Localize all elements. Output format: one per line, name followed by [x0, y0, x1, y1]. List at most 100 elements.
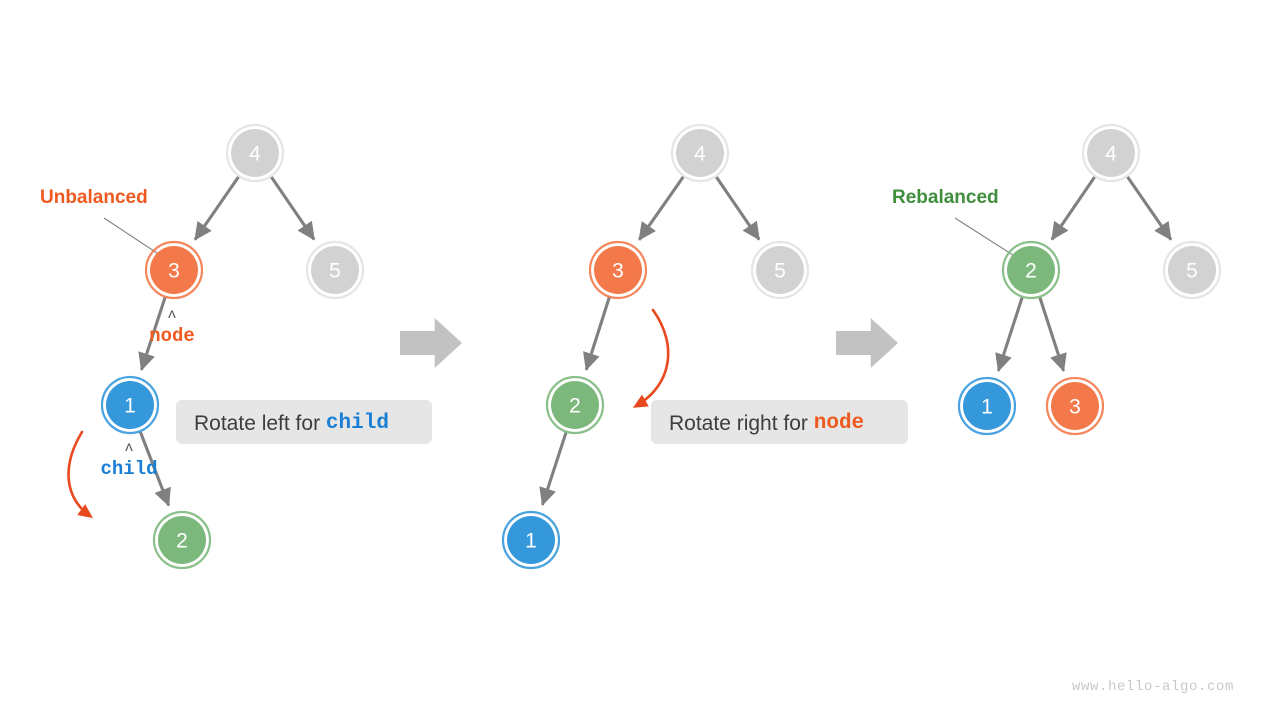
callout-prefix: Rotate left for — [194, 412, 326, 435]
rotation-direction-arrow — [632, 308, 670, 408]
node-ring — [750, 240, 810, 300]
step-arrow-layer — [400, 318, 898, 368]
node-value-label: 5 — [329, 260, 341, 283]
callout-layer: Rotate left for child Rotate right for no… — [176, 400, 908, 444]
callout-prefix: Rotate right for — [669, 412, 814, 435]
node-ring — [588, 240, 648, 300]
caret-marker-icon: ʌ — [125, 440, 133, 456]
node-ring — [225, 123, 285, 183]
tree-node-2: 2 — [152, 510, 212, 570]
variable-label-layer: ʌ node ʌ child — [100, 307, 194, 480]
tree-edge-4-to-3 — [193, 175, 240, 241]
caret-marker-icon: ʌ — [168, 307, 176, 323]
node-body — [1087, 129, 1135, 177]
node-ring — [152, 510, 212, 570]
tree-node-1: 1 — [501, 510, 561, 570]
annotation-layer: Unbalanced Rebalanced — [40, 187, 999, 208]
node-ring — [1001, 240, 1061, 300]
step-arrow-1 — [400, 318, 462, 368]
edge-layer — [138, 175, 1173, 507]
tree-node-5: 5 — [1162, 240, 1222, 300]
annotation-rebalanced: Rebalanced — [892, 187, 999, 208]
node-body — [106, 381, 154, 429]
node-value-label: 4 — [694, 143, 706, 166]
annotation-unbalanced: Unbalanced — [40, 187, 148, 208]
tree-edge-4-to-5 — [1126, 175, 1173, 241]
variable-label-child: child — [100, 458, 157, 480]
node-body — [676, 129, 724, 177]
callout-text: Rotate left for child — [194, 412, 389, 435]
tree-node-1: 1 — [957, 376, 1017, 436]
node-value-label: 2 — [569, 395, 581, 418]
callout-background — [176, 400, 432, 444]
callout-rotate-right: Rotate right for node — [651, 400, 908, 444]
tree-node-4: 4 — [1081, 123, 1141, 183]
node-body — [150, 246, 198, 294]
tree-node-2: 2 — [1001, 240, 1061, 300]
node-body — [1168, 246, 1216, 294]
node-ring — [1162, 240, 1222, 300]
node-value-label: 1 — [525, 530, 537, 553]
tree-edge-4-to-2 — [1050, 176, 1096, 241]
node-body — [756, 246, 804, 294]
step-arrow-2 — [836, 318, 898, 368]
node-ring — [1081, 123, 1141, 183]
tree-node-4: 4 — [670, 123, 730, 183]
callout-code-token: child — [326, 412, 389, 435]
node-ring — [545, 375, 605, 435]
node-body — [551, 381, 599, 429]
tree-node-3: 3 — [144, 240, 204, 300]
node-value-label: 4 — [1105, 143, 1117, 166]
tree-edge-3-to-2 — [583, 297, 611, 371]
callout-background — [651, 400, 908, 444]
node-body — [594, 246, 642, 294]
pointer-layer — [103, 217, 1017, 258]
node-value-label: 1 — [981, 396, 993, 419]
node-layer: 4 3 5 1 2 4 3 5 2 1 4 2 5 1 3 — [100, 123, 1222, 570]
node-ring — [100, 375, 160, 435]
node-body — [1007, 246, 1055, 294]
tree-node-3: 3 — [1045, 376, 1105, 436]
tree-edge-2-to-3 — [1038, 297, 1067, 372]
tree-node-5: 5 — [750, 240, 810, 300]
node-value-label: 5 — [1186, 260, 1198, 283]
tree-edge-4-to-3 — [637, 175, 685, 241]
tree-edge-3-to-1 — [138, 297, 167, 372]
node-ring — [957, 376, 1017, 436]
annotation-leader-line — [954, 217, 1017, 258]
tree-node-1: 1 — [100, 375, 160, 435]
tree-edge-2-to-1 — [995, 297, 1024, 372]
node-value-label: 2 — [1025, 260, 1037, 283]
callout-rotate-left: Rotate left for child — [176, 400, 432, 444]
node-value-label: 3 — [168, 260, 180, 283]
tree-node-2: 2 — [545, 375, 605, 435]
node-value-label: 5 — [774, 260, 786, 283]
callout-text: Rotate right for node — [669, 412, 864, 435]
node-body — [507, 516, 555, 564]
node-body — [1051, 382, 1099, 430]
variable-label-node: node — [149, 325, 195, 347]
watermark-url: www.hello-algo.com — [1072, 679, 1234, 695]
tree-edge-2-to-1 — [539, 432, 568, 507]
node-value-label: 3 — [1069, 396, 1081, 419]
tree-node-3: 3 — [588, 240, 648, 300]
node-ring — [670, 123, 730, 183]
node-body — [231, 129, 279, 177]
node-value-label: 3 — [612, 260, 624, 283]
tree-node-5: 5 — [305, 240, 365, 300]
node-body — [158, 516, 206, 564]
node-value-label: 4 — [249, 143, 261, 166]
node-ring — [305, 240, 365, 300]
node-ring — [1045, 376, 1105, 436]
node-body — [311, 246, 359, 294]
tree-edge-4-to-5 — [270, 176, 316, 241]
node-ring — [501, 510, 561, 570]
tree-edge-4-to-5 — [715, 176, 761, 241]
tree-edge-1-to-2 — [138, 431, 171, 507]
tree-node-4: 4 — [225, 123, 285, 183]
callout-code-token: node — [814, 412, 864, 435]
node-body — [963, 382, 1011, 430]
node-value-label: 2 — [176, 530, 188, 553]
